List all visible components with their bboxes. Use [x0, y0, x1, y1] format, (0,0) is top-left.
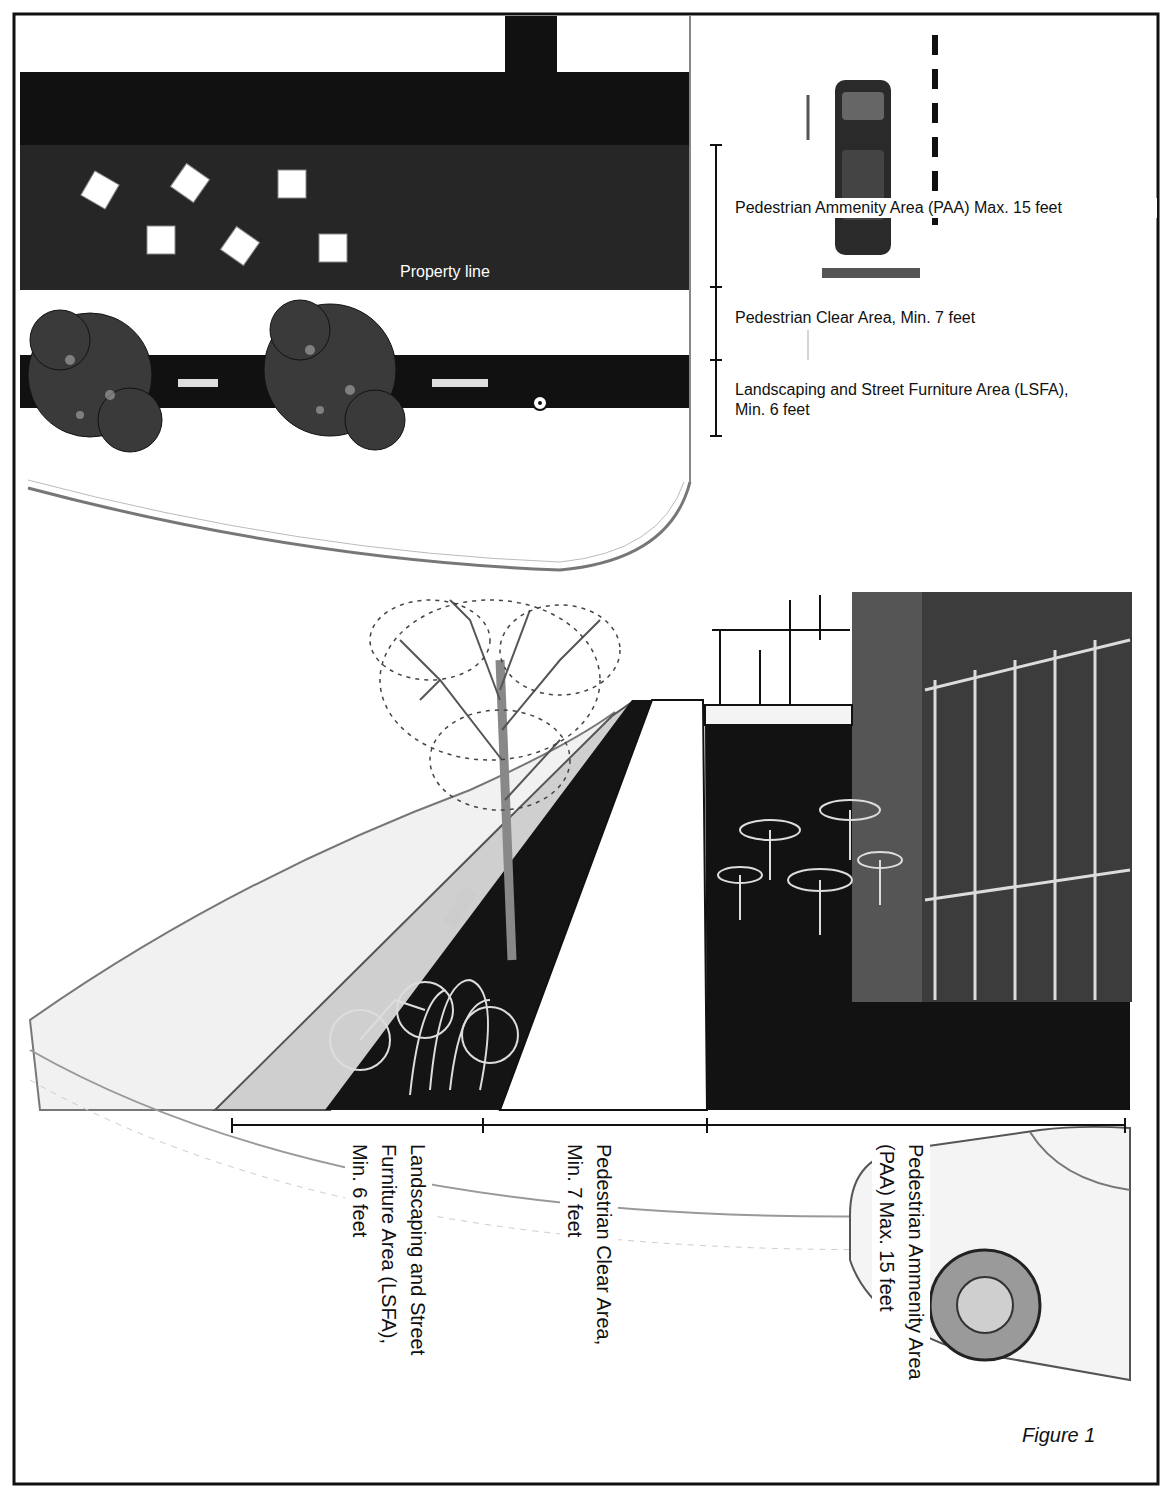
dimension-label: Property line: [400, 262, 550, 282]
street-tree: [370, 600, 620, 960]
tree-canopy: [28, 300, 405, 452]
plan-view: [20, 16, 935, 570]
frame: [14, 14, 1158, 1484]
car-plan: [835, 80, 891, 255]
dimension-label: Pedestrian Ammenity Area (PAA) Max. 15 f…: [872, 1142, 930, 1384]
dimension-label: Pedestrian Ammenity Area (PAA) Max. 15 f…: [733, 198, 1157, 218]
dimension-label: Pedestrian Clear Area, Min. 7 feet: [560, 1142, 618, 1384]
dimension-label: Landscaping and Street Furniture Area (L…: [345, 1142, 432, 1384]
bicycle-rack: [330, 980, 518, 1095]
dimension-label: Landscaping and Street Furniture Area (L…: [733, 380, 1072, 420]
dimension-label: Pedestrian Clear Area, Min. 7 feet: [733, 308, 1137, 328]
figure-caption: Figure 1: [1022, 1422, 1142, 1448]
cafe-tables: [718, 800, 902, 935]
